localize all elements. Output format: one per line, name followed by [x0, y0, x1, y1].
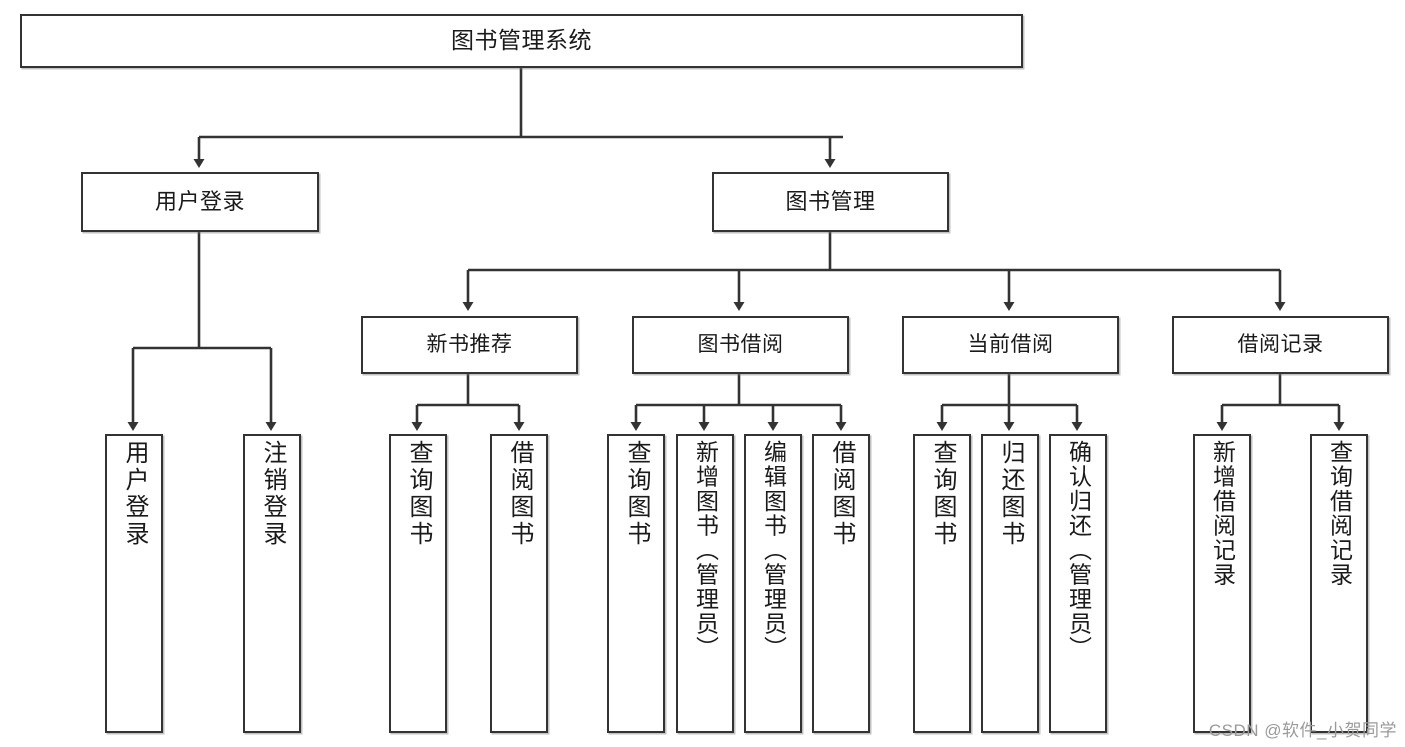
leaf-record-add-record[interactable]: 新增借阅记录 — [1193, 434, 1251, 733]
node-label: 图书管理 — [785, 188, 876, 214]
node-label: 借阅记录 — [1237, 333, 1324, 357]
leaf-recommend-borrow-book[interactable]: 借阅图书 — [490, 434, 548, 733]
node-current-borrow[interactable]: 当前借阅 — [902, 316, 1119, 374]
node-label: 注销登录 — [259, 440, 286, 548]
node-label: 新书推荐 — [426, 333, 513, 357]
leaf-user-login-logout[interactable]: 注销登录 — [243, 434, 301, 733]
node-label: 归还图书 — [997, 440, 1024, 548]
node-label: 编辑图书（管理员） — [760, 440, 787, 661]
node-label: 查询图书 — [405, 440, 432, 548]
node-label: 新增图书（管理员） — [692, 440, 719, 661]
node-label: 图书借阅 — [697, 333, 784, 357]
leaf-current-return-book[interactable]: 归还图书 — [981, 434, 1039, 733]
node-label: 确认归还（管理员） — [1065, 440, 1092, 661]
node-borrow-record[interactable]: 借阅记录 — [1172, 316, 1389, 374]
node-new-book-recommend[interactable]: 新书推荐 — [361, 316, 578, 374]
node-label: 查询图书 — [929, 440, 956, 548]
node-label: 用户登录 — [154, 188, 245, 214]
leaf-user-login-login[interactable]: 用户登录 — [105, 434, 163, 733]
node-label: 用户登录 — [121, 440, 148, 548]
leaf-recommend-query-book[interactable]: 查询图书 — [389, 434, 447, 733]
node-book-management[interactable]: 图书管理 — [712, 172, 949, 232]
node-label: 图书管理系统 — [451, 27, 592, 54]
node-user-login[interactable]: 用户登录 — [81, 172, 319, 232]
node-root-system[interactable]: 图书管理系统 — [20, 14, 1023, 68]
node-label: 借阅图书 — [506, 440, 533, 548]
leaf-borrow-edit-book-admin[interactable]: 编辑图书（管理员） — [744, 434, 802, 733]
leaf-record-query-record[interactable]: 查询借阅记录 — [1310, 434, 1368, 733]
leaf-borrow-borrow-book[interactable]: 借阅图书 — [812, 434, 870, 733]
node-label: 查询借阅记录 — [1326, 440, 1353, 587]
leaf-current-query-book[interactable]: 查询图书 — [913, 434, 971, 733]
node-book-borrow[interactable]: 图书借阅 — [632, 316, 849, 374]
leaf-current-confirm-return-admin[interactable]: 确认归还（管理员） — [1049, 434, 1107, 733]
node-label: 查询图书 — [623, 440, 650, 548]
leaf-borrow-add-book-admin[interactable]: 新增图书（管理员） — [676, 434, 734, 733]
csdn-watermark: CSDN @软件_小贺同学 — [1208, 721, 1397, 740]
node-label: 当前借阅 — [967, 333, 1054, 357]
node-label: 借阅图书 — [828, 440, 855, 548]
leaf-borrow-query-book[interactable]: 查询图书 — [607, 434, 665, 733]
node-label: 新增借阅记录 — [1209, 440, 1236, 587]
